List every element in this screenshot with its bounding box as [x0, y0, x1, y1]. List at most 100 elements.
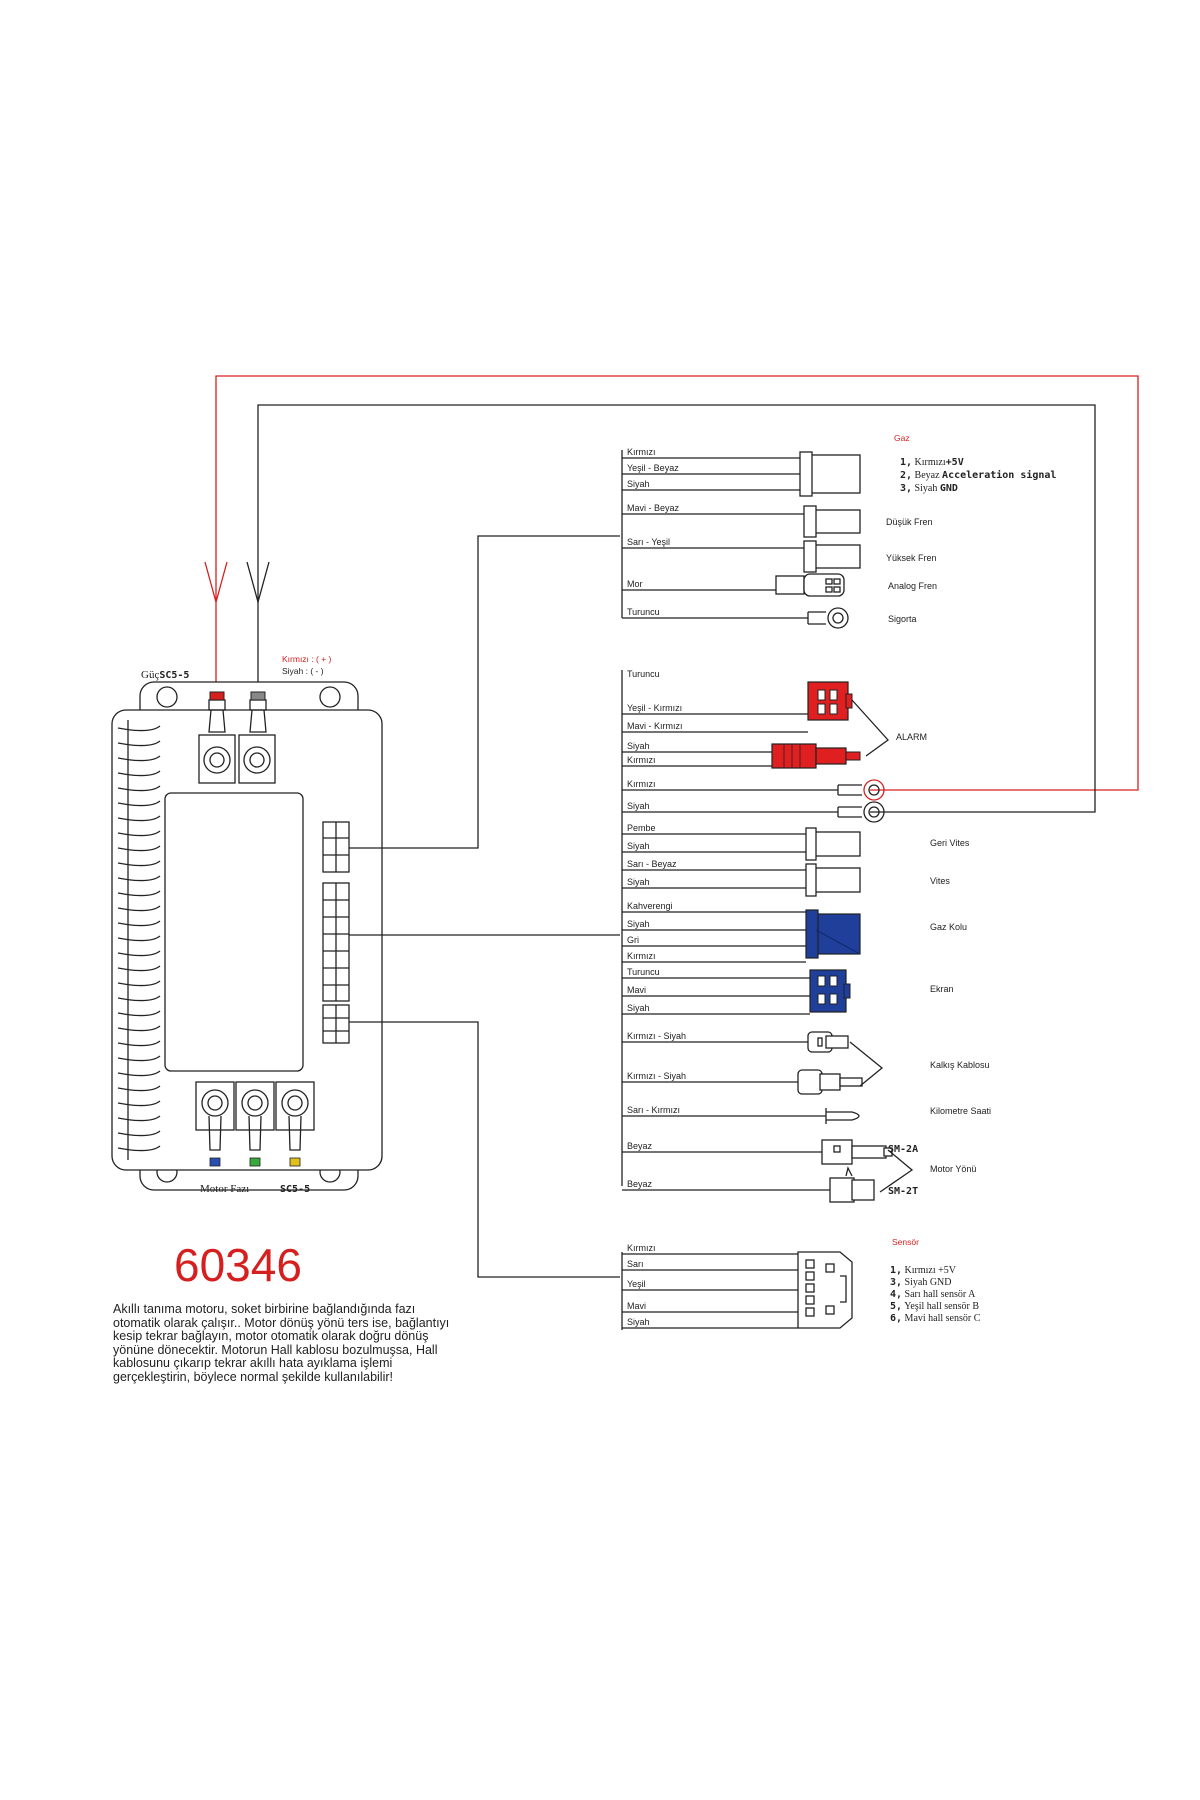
gaz-kolu-label: Gaz Kolu	[930, 922, 967, 932]
wire-label: Kırmızı	[627, 755, 656, 765]
model-number: 60346	[174, 1239, 302, 1291]
svg-text:6, Mavi hall sensör C: 6, Mavi hall sensör C	[890, 1313, 981, 1324]
controller	[111, 681, 383, 1191]
dusuk-fren-label: Düşük Fren	[886, 517, 933, 527]
geri-vites-connector	[811, 831, 861, 857]
ekran-label: Ekran	[930, 984, 954, 994]
wire-label: Siyah	[627, 479, 650, 489]
polarity-positive: Kırmızı : ( + )	[282, 654, 332, 664]
wire-label: Kırmızı	[627, 951, 656, 961]
power-feed-black-wire	[246, 404, 1096, 813]
power-ring-terminal-black	[837, 801, 885, 823]
wire-label: Siyah	[627, 1003, 650, 1013]
wire-label: Mavi	[627, 985, 646, 995]
wire-label: Mor	[627, 579, 643, 589]
wire-label: Turuncu	[627, 967, 660, 977]
wire-label: Yeşil	[627, 1279, 646, 1289]
power-terminal-negative	[238, 691, 276, 784]
wire-label: Sarı - Beyaz	[627, 859, 677, 869]
svg-text:1, Kırmızı+5V: 1, Kırmızı+5V	[900, 457, 964, 468]
power-ring-terminal-red	[837, 779, 885, 801]
wire-label: Turuncu	[627, 607, 660, 617]
wire-label: Sarı	[627, 1259, 644, 1269]
yuksek-fren-label: Yüksek Fren	[886, 553, 937, 563]
gaz-pin-list: 1, Kırmızı+5V 2, Beyaz Acceleration sign…	[900, 457, 1056, 494]
alarm-connector-1	[807, 681, 853, 721]
motor-yonu-connector-a	[821, 1139, 893, 1165]
wire-label: Kırmızı	[627, 779, 656, 789]
wire-label: Pembe	[627, 823, 656, 833]
vites-connector	[811, 867, 861, 893]
power-label: GüçSC5-5	[141, 669, 189, 681]
wire-label: Siyah	[627, 877, 650, 887]
kilometre-connector	[825, 1108, 860, 1124]
alarm-label: ALARM	[896, 732, 927, 742]
wire-label: Kırmızı - Siyah	[627, 1031, 686, 1041]
gaz-connector	[807, 454, 861, 494]
gaz-title: Gaz	[894, 433, 910, 443]
wire-label: Siyah	[627, 1317, 650, 1327]
wire-label: Beyaz	[627, 1141, 653, 1151]
sensor-connector	[797, 1251, 853, 1329]
kalkis-label: Kalkış Kablosu	[930, 1060, 990, 1070]
wire-label: Kırmızı - Siyah	[627, 1071, 686, 1081]
motor-yonu-connector-t	[829, 1166, 875, 1203]
wire-label: Siyah	[627, 801, 650, 811]
kalkis-connector-2	[797, 1069, 863, 1095]
wire-label: Yeşil - Beyaz	[627, 463, 679, 473]
description-text: Akıllı tanıma motoru, soket birbirine ba…	[113, 1302, 450, 1384]
svg-text:2, Beyaz Acceleration signal: 2, Beyaz Acceleration signal	[900, 469, 1056, 481]
wire-label: Siyah	[627, 919, 650, 929]
sigorta-label: Sigorta	[888, 614, 917, 624]
polarity-negative: Siyah : ( - )	[282, 666, 324, 676]
wire-label: Turuncu	[627, 669, 660, 679]
wire-label: Mavi - Beyaz	[627, 503, 680, 513]
vites-label: Vites	[930, 876, 950, 886]
heat-sink-fins	[117, 720, 161, 1160]
analog-fren-connector	[775, 573, 845, 597]
motor-phase-terminals	[195, 1081, 315, 1167]
wire-label: Mavi - Kırmızı	[627, 721, 683, 731]
svg-text:4, Sarı hall sensör A: 4, Sarı hall sensör A	[890, 1289, 976, 1300]
svg-text:5, Yeşil hall sensör B: 5, Yeşil hall sensör B	[890, 1301, 979, 1312]
geri-vites-label: Geri Vites	[930, 838, 970, 848]
sigorta-ring-terminal	[807, 607, 849, 629]
wire-label: Yeşil - Kırmızı	[627, 703, 682, 713]
power-terminal-positive	[198, 691, 236, 784]
trunk-wires	[349, 535, 620, 1278]
power-feed-red-wire	[204, 375, 1139, 791]
sensor-pin-list: 1, Kırmızı +5V 3, Siyah GND 4, Sarı hall…	[890, 1265, 981, 1324]
wire-label: Kahverengi	[627, 901, 673, 911]
controller-connector-top	[322, 821, 350, 873]
motor-phase-label: Motor Fazı	[200, 1183, 249, 1195]
ekran-connector	[809, 969, 851, 1013]
yuksek-fren-connector	[811, 544, 861, 569]
wire-label: Siyah	[627, 741, 650, 751]
wire-label: Siyah	[627, 841, 650, 851]
kilometre-label: Kilometre Saati	[930, 1106, 991, 1116]
svg-text:3, Siyah GND: 3, Siyah GND	[900, 483, 958, 494]
wire-label: Mavi	[627, 1301, 646, 1311]
wire-label: Kırmızı	[627, 1243, 656, 1253]
gaz-kolu-connector	[805, 909, 861, 959]
wire-label: Beyaz	[627, 1179, 653, 1189]
sm-2a-label: SM-2A	[888, 1144, 918, 1155]
dusuk-fren-connector	[811, 509, 861, 534]
kalkis-connector-1	[807, 1031, 849, 1053]
analog-fren-label: Analog Fren	[888, 581, 937, 591]
motor-connector-label: SC5-5	[280, 1184, 310, 1195]
sensor-title: Sensör	[892, 1237, 919, 1247]
wire-label: Gri	[627, 935, 639, 945]
svg-text:3, Siyah GND: 3, Siyah GND	[890, 1277, 952, 1288]
wire-label: Sarı - Yeşil	[627, 537, 670, 547]
motor-yonu-label: Motor Yönü	[930, 1164, 976, 1174]
controller-connector-middle	[322, 882, 350, 1002]
sm-2t-label: SM-2T	[888, 1186, 918, 1197]
controller-connector-bottom	[322, 1004, 350, 1044]
wire-label: Kırmızı	[627, 447, 656, 457]
alarm-connector-2	[771, 743, 861, 769]
